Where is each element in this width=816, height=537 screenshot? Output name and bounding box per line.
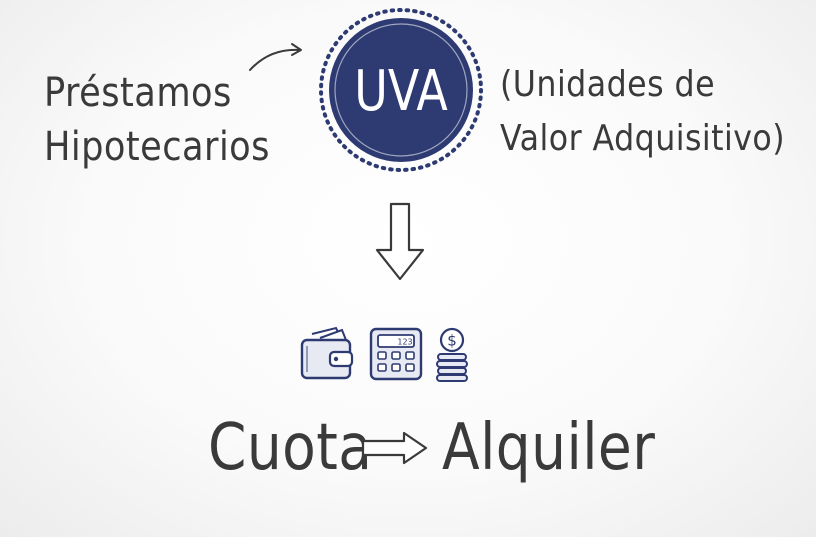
coin-stack-icon: $ <box>436 327 468 382</box>
calculator-display-text: 123 <box>397 338 412 347</box>
loans-label-line2: Hipotecarios <box>44 124 270 170</box>
right-arrow-icon <box>361 431 428 465</box>
uva-badge: UVA <box>319 8 483 172</box>
uva-definition-line1: (Unidades de <box>500 64 716 105</box>
uva-badge-text: UVA <box>354 59 447 125</box>
uva-definition-line2: Valor Adquisitivo) <box>500 118 786 159</box>
svg-text:$: $ <box>447 332 457 350</box>
calculator-icon: 123 <box>369 327 423 381</box>
rent-word: Alquiler <box>442 411 656 485</box>
down-arrow-icon <box>375 202 425 281</box>
uva-definition-label: (Unidades de Valor Adquisitivo) <box>500 58 785 166</box>
loans-label: Préstamos Hipotecarios <box>44 66 270 174</box>
loans-label-line1: Préstamos <box>44 70 232 116</box>
installment-word: Cuota <box>208 411 373 485</box>
wallet-icon <box>300 326 354 380</box>
curved-arrow-icon <box>249 43 302 71</box>
